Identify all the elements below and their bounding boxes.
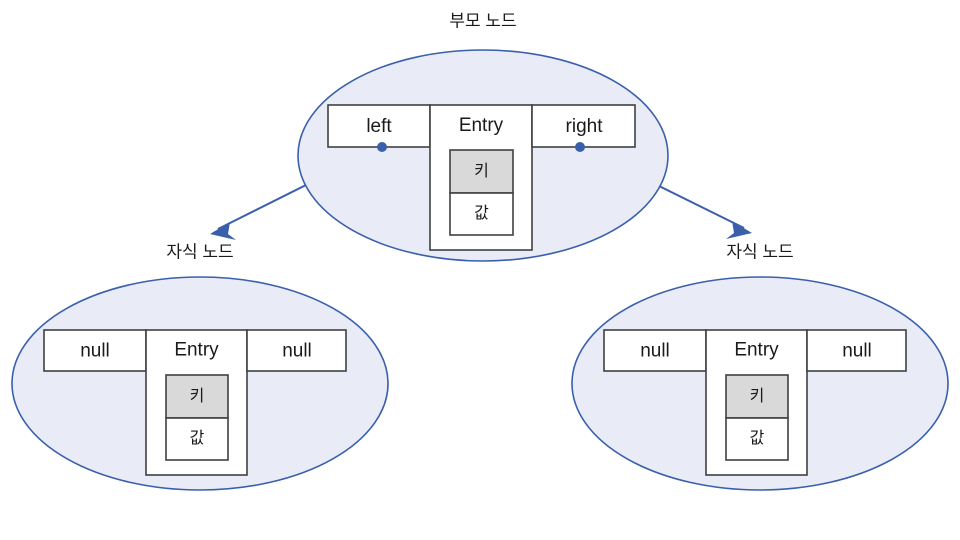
node-parent-right-cell-box[interactable]	[531, 104, 636, 148]
node-child-left-value-label: 값	[190, 429, 205, 447]
node-parent-entry-label: Entry	[459, 115, 504, 136]
node-parent[interactable]: 부모 노드 left Entry 키 값 right	[297, 11, 669, 262]
node-child-right-right-cell-label: null	[842, 341, 872, 362]
node-child-right-entry-label: Entry	[734, 340, 779, 361]
node-child-left-right-cell-box[interactable]	[246, 329, 347, 372]
node-child-left[interactable]: 자식 노드 null Entry 키 값 null	[11, 242, 389, 491]
node-parent-entry[interactable]: Entry 키 값	[429, 104, 533, 251]
node-parent-right-cell[interactable]: right	[531, 104, 636, 148]
node-parent-right-cell-label: right	[566, 116, 604, 137]
node-child-left-value-box[interactable]	[165, 417, 229, 461]
node-parent-left-pointer-dot[interactable]	[377, 142, 387, 152]
node-parent-value-label: 값	[474, 204, 489, 222]
node-child-right-caption: 자식 노드	[726, 242, 793, 261]
node-child-right-value-label: 값	[750, 429, 765, 447]
edge-left-arrowhead	[210, 222, 236, 240]
node-child-left-entry-label: Entry	[174, 340, 219, 361]
node-child-right[interactable]: 자식 노드 null Entry 키 값 null	[571, 242, 949, 491]
node-parent-right-pointer-dot[interactable]	[575, 142, 585, 152]
node-child-left-left-cell-box[interactable]	[43, 329, 147, 372]
node-child-right-left-cell-label: null	[640, 341, 670, 362]
node-child-right-right-cell[interactable]: null	[806, 329, 907, 372]
node-child-right-key-box[interactable]	[725, 374, 789, 419]
node-child-right-left-cell-box[interactable]	[603, 329, 707, 372]
node-child-left-right-cell-label: null	[282, 341, 312, 362]
node-child-left-right-cell[interactable]: null	[246, 329, 347, 372]
node-parent-key-label: 키	[474, 162, 489, 180]
node-child-left-caption: 자식 노드	[166, 242, 233, 261]
node-child-right-value-box[interactable]	[725, 417, 789, 461]
node-child-right-entry[interactable]: Entry 키 값	[705, 329, 808, 476]
node-parent-value-box[interactable]	[449, 192, 514, 236]
node-child-right-key-label: 키	[750, 387, 765, 405]
edge-right-arrowhead	[726, 221, 752, 239]
node-child-right-right-cell-box[interactable]	[806, 329, 907, 372]
node-parent-left-cell[interactable]: left	[327, 104, 431, 148]
node-parent-left-cell-label: left	[366, 116, 392, 137]
node-child-left-left-cell-label: null	[80, 341, 110, 362]
node-child-left-key-label: 키	[190, 387, 205, 405]
node-child-left-left-cell[interactable]: null	[43, 329, 147, 372]
node-child-right-left-cell[interactable]: null	[603, 329, 707, 372]
node-parent-caption: 부모 노드	[449, 11, 516, 30]
node-child-left-entry[interactable]: Entry 키 값	[145, 329, 248, 476]
node-parent-key-box[interactable]	[449, 149, 514, 194]
